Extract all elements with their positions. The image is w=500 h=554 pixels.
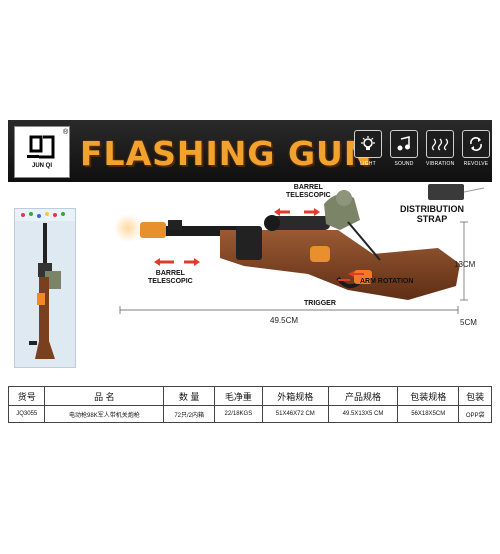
table-cell: 56X18X5CM: [397, 405, 460, 423]
registered-mark: ®: [63, 129, 69, 136]
gun-illustration: [114, 184, 485, 314]
table-row: JQ3055 电动枪98K军人带机关炮枪 72只/2内箱 22/18KGS 51…: [7, 405, 492, 423]
length-dimension: 49.5CM: [270, 316, 299, 325]
feature-light: LIGHT: [354, 130, 382, 167]
table-cell: 22/18KGS: [214, 405, 263, 423]
spec-table: 货号 品 名 数 量 毛净重 外箱规格 产品规格 包装规格 包装 JQ3055 …: [7, 386, 492, 423]
product-stage: BARREL TELESCOPIC BARREL TELESCOPIC ARM …: [8, 182, 492, 372]
header-cell: 数 量: [163, 386, 216, 406]
depth-dimension: 5CM: [460, 318, 477, 327]
packaged-gun-image: [15, 209, 75, 359]
height-dimension: 13CM: [454, 260, 476, 269]
feature-sound: SOUND: [390, 130, 418, 167]
product-title: FLASHING GUN: [80, 134, 373, 173]
table-cell: JQ3055: [7, 405, 46, 423]
trigger-label: TRIGGER: [304, 300, 336, 307]
arm-rotation-label: ARM ROTATION: [360, 278, 414, 285]
header-cell: 毛净重: [214, 386, 263, 406]
feature-label: SOUND: [394, 161, 414, 167]
feature-revolve: REVOLVE: [462, 130, 490, 167]
table-cell: 电动枪98K军人带机关炮枪: [44, 405, 165, 423]
feature-label: LIGHT: [360, 161, 376, 167]
sound-icon: [390, 130, 418, 158]
brand-name: JUN QI: [31, 163, 52, 169]
distribution-strap-label: DISTRIBUTION STRAP: [400, 204, 464, 224]
barrel-telescopic-left-label: BARREL TELESCOPIC: [148, 270, 193, 285]
header-cell: 品 名: [44, 386, 165, 406]
brand-logo-icon: [27, 135, 55, 159]
product-sheet: ® JUN QI FLASHING GUN LIGHT SOUND VIBRAT…: [7, 120, 492, 426]
header-cell: 产品规格: [327, 386, 399, 406]
barrel-telescopic-top-label: BARREL TELESCOPIC: [286, 184, 331, 199]
brand-logo: ® JUN QI: [14, 126, 70, 178]
feature-vibration: VIBRATION: [426, 130, 454, 167]
package-photo: [14, 208, 76, 368]
feature-label: VIBRATION: [426, 161, 455, 167]
revolve-icon: [462, 130, 490, 158]
light-icon: [354, 130, 382, 158]
vibration-icon: [426, 130, 454, 158]
header-cell: 货号: [7, 386, 46, 406]
table-cell: 51X46X72 CM: [261, 405, 329, 423]
header-cell: 包装规格: [397, 386, 460, 406]
feature-label: REVOLVE: [463, 161, 489, 167]
header-bar: ® JUN QI FLASHING GUN LIGHT SOUND VIBRAT…: [8, 120, 492, 182]
spec-table-header: 货号 品 名 数 量 毛净重 外箱规格 产品规格 包装规格 包装: [7, 386, 492, 406]
header-cell: 外箱规格: [261, 386, 329, 406]
table-cell: 49.5X13X5 CM: [327, 405, 399, 423]
header-cell: 包装: [458, 386, 492, 406]
table-cell: OPP袋: [458, 405, 492, 423]
table-cell: 72只/2内箱: [163, 405, 216, 423]
